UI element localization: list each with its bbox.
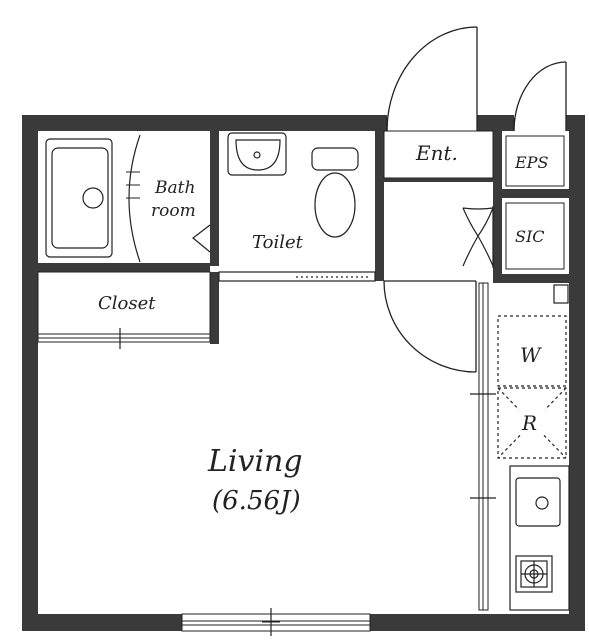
wall-closet-right: [210, 272, 219, 344]
pipe-shaft: [553, 284, 569, 304]
sic-door[interactable]: [462, 206, 494, 268]
bath-door[interactable]: [126, 171, 140, 199]
entrance-floor: [383, 130, 494, 179]
bath-sink: [192, 224, 211, 253]
wall-entrance-right: [493, 131, 502, 283]
living-area-label: (6.56J): [212, 486, 301, 516]
closet-box: [37, 271, 211, 349]
wall-left: [22, 115, 38, 631]
entrance-label: Ent.: [415, 141, 458, 165]
wall-top: [22, 115, 585, 131]
washer-label: W: [520, 343, 542, 367]
living-window: [181, 608, 371, 636]
wall-bottom-left: [22, 614, 182, 631]
toilet-bowl: [311, 147, 359, 238]
kitchen-sliding-doors[interactable]: [470, 282, 496, 611]
bathtub: [45, 138, 113, 258]
stove: [515, 555, 553, 593]
wall-entrance-mid: [384, 178, 493, 182]
sic-label: SIC: [515, 227, 545, 246]
washer-space: [497, 315, 567, 387]
wall-right: [569, 115, 585, 631]
living-label: Living: [207, 444, 303, 479]
bath-label-line2: room: [151, 201, 196, 221]
wall-bottom-right: [370, 614, 585, 631]
bath-label-line1: Bath: [154, 178, 195, 198]
toilet-label: Toilet: [252, 232, 304, 253]
closet-label: Closet: [98, 293, 156, 314]
wall-sic-bottom: [493, 274, 569, 283]
kitchen-sink: [515, 477, 561, 527]
interior-walls: [38, 131, 569, 610]
entrance-door[interactable]: [386, 26, 478, 132]
door-openings: [387, 115, 566, 131]
toilet-sink: [227, 132, 287, 176]
living-door[interactable]: [383, 280, 477, 373]
toilet-bottom-edge: [218, 271, 376, 282]
wall-bath-toilet: [210, 131, 219, 266]
eps-box: [505, 135, 565, 187]
wall-toilet-entrance: [375, 131, 384, 281]
fridge-label: R: [521, 411, 537, 435]
wall-eps-bottom: [502, 189, 569, 198]
wall-bath-bottom: [38, 263, 210, 272]
eps-door[interactable]: [513, 61, 567, 132]
eps-label: EPS: [514, 153, 548, 172]
kitchen-counter: [509, 465, 570, 611]
fridge-label-bg: [519, 405, 545, 435]
sic-box: [505, 202, 565, 270]
